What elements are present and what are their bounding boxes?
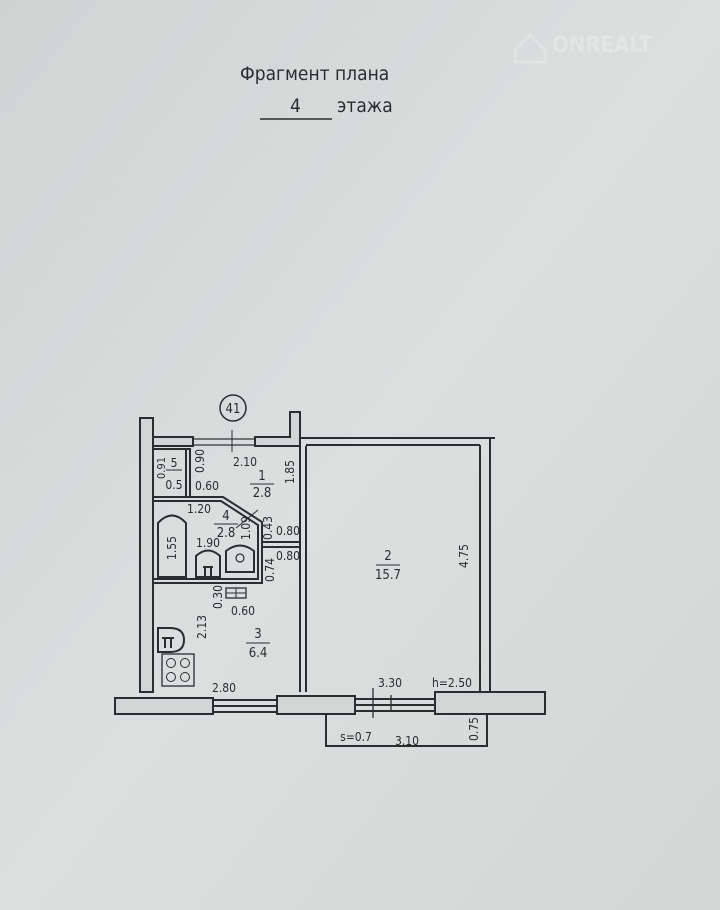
dimension-label: 1.09 [239,516,253,540]
dimension-label: 1.55 [165,536,179,560]
floor-word: этажа [337,95,393,117]
dimension-label: 3.10 [395,734,419,748]
room-1-area: 2.8 [253,486,272,501]
room-1-number: 1 [258,469,265,484]
dimension-label: 1.85 [283,460,297,484]
room-5-area: 0.5 [165,478,182,492]
dimension-label: 0.90 [193,449,207,473]
dimension-label: 4.75 [457,544,471,568]
axis-marker-circle [219,394,247,422]
floor-number: 4 [290,95,301,117]
dimension-label: 2.10 [233,455,257,469]
dimension-label: s=0.7 [340,730,372,744]
axis-marker-label: 41 [226,402,241,417]
dimension-label: 0.30 [211,585,225,609]
room-2-number: 2 [384,549,391,564]
dimension-label: 0.60 [231,604,255,618]
room-3-area: 6.4 [249,646,268,661]
dimension-label: 0.75 [467,717,481,741]
room-5-number: 5 [171,456,178,470]
dimension-label: 3.30 [378,676,402,690]
dimension-label: h=2.50 [432,676,472,690]
room-4-number: 4 [222,509,229,524]
dimension-label: 1.20 [187,502,211,516]
dimension-label: 0.91 [155,457,168,479]
dimension-label: 2.13 [195,615,209,639]
plan-title: Фрагмент плана [240,63,389,85]
dimension-label: 1.90 [196,536,220,550]
room-labels: 1 2.8 2 15.7 3 6.4 4 2.8 5 0.5 [165,456,401,661]
dimension-labels: 2.10 1.85 0.91 0.90 0.60 1.20 1.55 1.90 … [155,449,481,748]
dimension-label: 0.80 [276,549,300,563]
walls [114,411,546,747]
dimension-label: 0.80 [276,524,300,538]
svg-text:ONREALT: ONREALT [552,33,652,58]
dimension-label: 0.74 [263,558,277,582]
dimension-label: 0.60 [195,479,219,493]
room-3-number: 3 [254,627,261,642]
dimension-label: 0.43 [261,516,275,540]
room-4-area: 2.8 [217,526,236,541]
watermark-logo: ONREALT [513,32,652,64]
room-2-area: 15.7 [375,568,401,583]
dimension-label: 2.80 [212,681,236,695]
